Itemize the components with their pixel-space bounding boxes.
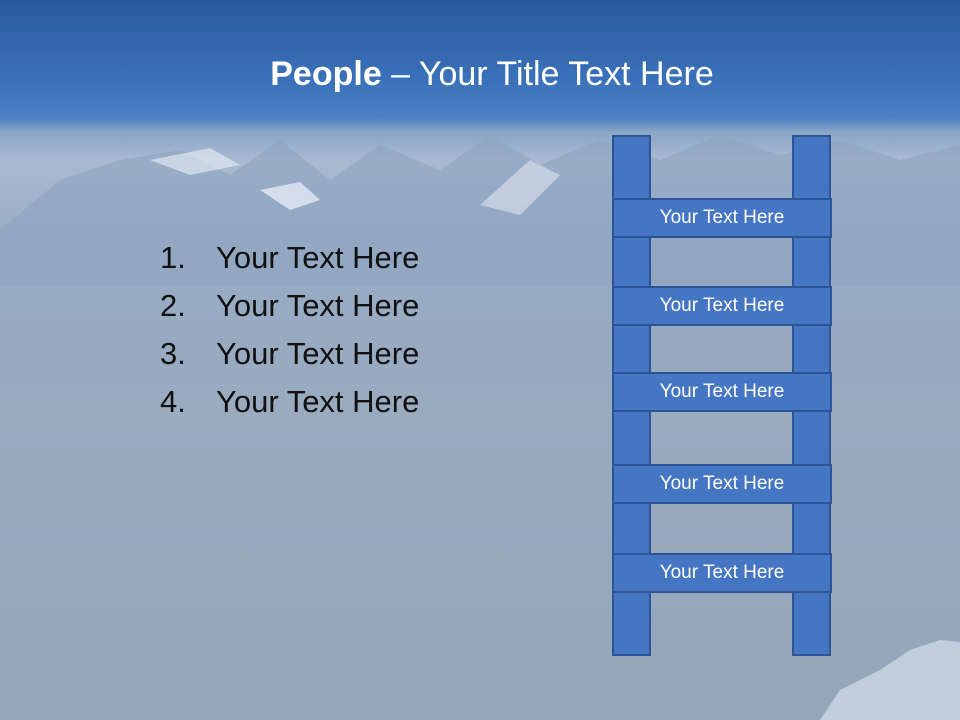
list-item-number: 4. xyxy=(160,384,186,419)
title-rest: – Your Title Text Here xyxy=(381,55,714,93)
list-item-number: 2. xyxy=(160,288,186,323)
ladder-rung-3: Your Text Here xyxy=(612,372,832,412)
list-item: 1. Your Text Here xyxy=(160,234,419,282)
ladder-rung-5: Your Text Here xyxy=(612,553,832,593)
list-item-text: Your Text Here xyxy=(216,384,420,419)
ladder-rung-4: Your Text Here xyxy=(612,464,832,504)
list-item-text: Your Text Here xyxy=(216,336,420,371)
rock-shape xyxy=(820,640,960,720)
numbered-list: 1. Your Text Here 2. Your Text Here 3. Y… xyxy=(160,234,419,426)
list-item: 2. Your Text Here xyxy=(160,282,419,330)
list-item: 4. Your Text Here xyxy=(160,378,419,426)
list-item-text: Your Text Here xyxy=(216,240,420,275)
slide-title: People – Your Title Text Here xyxy=(0,50,960,98)
list-item-text: Your Text Here xyxy=(216,288,420,323)
list-item-number: 3. xyxy=(160,336,186,371)
list-item: 3. Your Text Here xyxy=(160,330,419,378)
title-bold-word: People xyxy=(270,55,382,93)
ladder-rung-1: Your Text Here xyxy=(612,198,832,238)
ladder-rung-2: Your Text Here xyxy=(612,286,832,326)
list-item-number: 1. xyxy=(160,240,186,275)
